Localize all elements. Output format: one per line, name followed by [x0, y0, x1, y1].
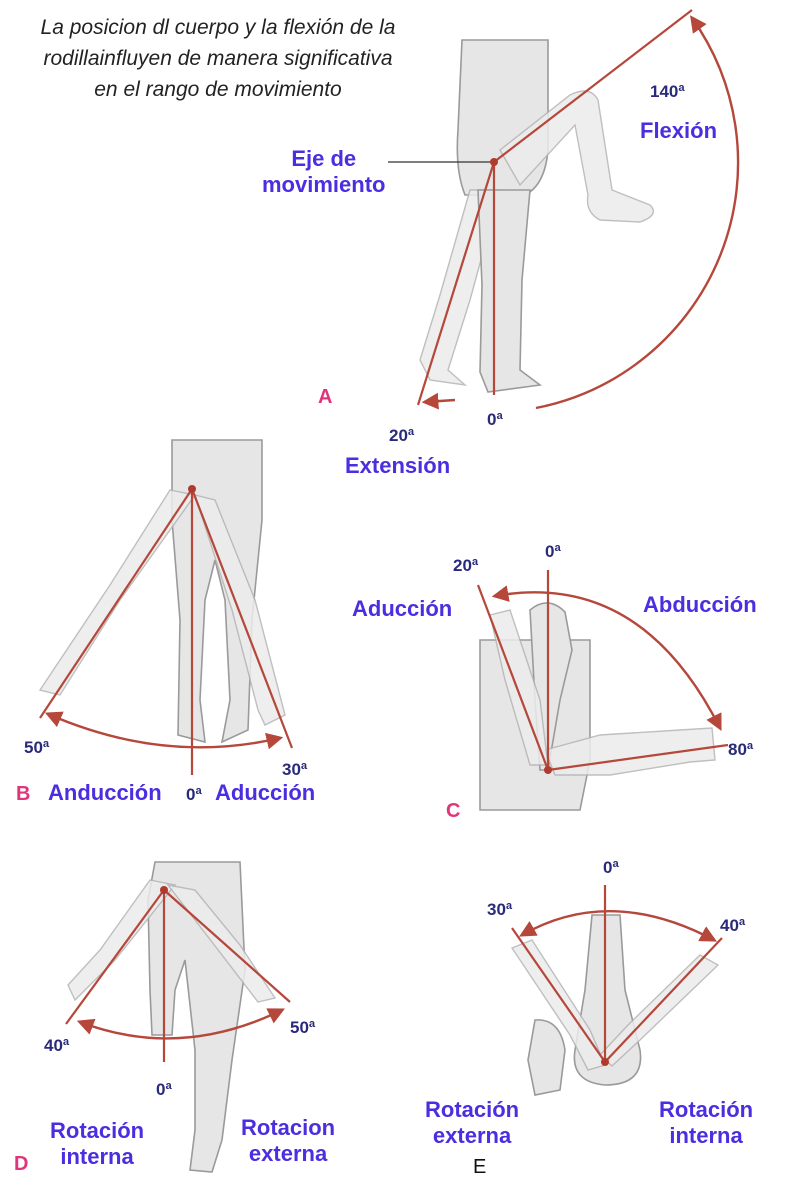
panel-e-left-label: Rotación externa: [425, 1097, 519, 1149]
panel-d-zero-degree: 0ª: [156, 1080, 172, 1099]
panel-d-right-label: Rotacion externa: [241, 1115, 335, 1167]
panel-b-letter: B: [16, 783, 31, 805]
panel-e-right-label-line-2: interna: [669, 1123, 743, 1148]
panel-e-right-label: Rotación interna: [659, 1097, 753, 1149]
panel-b-right-label: Aducción: [215, 780, 316, 805]
panel-d-letter: D: [14, 1153, 29, 1175]
caption-line-3: en el rango de movimiento: [94, 78, 342, 101]
panel-e-right-line: [604, 937, 723, 1063]
panel-a-flexion-arc: [535, 15, 740, 410]
panel-d-arc: [76, 1008, 286, 1040]
panel-b-body: [171, 439, 263, 744]
panel-b-left-degree: 50ª: [24, 738, 50, 757]
panel-e-left-line: [511, 927, 606, 1063]
panel-a-flexion-degree: 140ª: [650, 82, 685, 101]
panel-d-left-label-line-1: Rotación: [50, 1118, 145, 1143]
panel-c-left-degree: 20ª: [453, 556, 479, 575]
panel-e-figure: [510, 885, 723, 1096]
panel-d-figure: [65, 861, 291, 1173]
panel-e-letter: E: [473, 1156, 487, 1178]
panel-a-extension-line: [416, 161, 496, 406]
caption-line-1: La posicion dl cuerpo y la flexión de la: [40, 16, 396, 39]
panel-a-extension-arrow: [421, 392, 456, 410]
panel-b-axis-dot: [188, 485, 196, 493]
panel-e-right-degree: 40ª: [720, 916, 746, 935]
panel-e-other-foot: [527, 1019, 566, 1096]
panel-b-left-line: [39, 488, 193, 719]
panel-c-axis-dot: [544, 766, 552, 774]
panel-b-arc: [44, 711, 284, 750]
panel-b-left-label: Anducción: [48, 780, 162, 805]
panel-b-right-degree: 30ª: [282, 760, 308, 779]
panel-e-axis-dot: [601, 1058, 609, 1066]
panel-d-left-label-line-2: interna: [60, 1144, 134, 1169]
panel-b-right-line: [190, 488, 294, 749]
panel-a-axis-label-line-1: Eje de: [291, 146, 357, 171]
panel-a-flexion-label: Flexión: [640, 118, 718, 143]
panel-d-right-label-line-1: Rotacion: [241, 1115, 336, 1140]
panel-a-letter: A: [318, 386, 333, 408]
panel-e-zero-degree: 0ª: [603, 858, 619, 877]
panel-e-left-label-line-1: Rotación: [425, 1097, 520, 1122]
panel-a-standing-leg: [477, 189, 543, 393]
panel-d-left-label: Rotación interna: [50, 1118, 144, 1170]
panel-a-torso: [456, 39, 549, 196]
panel-a-axis-label-line-2: movimiento: [262, 172, 386, 197]
panel-e-right-label-line-1: Rotación: [659, 1097, 754, 1122]
panel-c-right-degree: 80ª: [728, 740, 754, 759]
panel-c-right-label: Abducción: [643, 592, 757, 617]
panel-e-left-label-line-2: externa: [432, 1123, 512, 1148]
panel-c-left-label: Aducción: [352, 596, 453, 621]
panel-c-figure: [476, 570, 729, 811]
panel-e-left-degree: 30ª: [487, 900, 513, 919]
panel-c-abducted-leg: [544, 727, 716, 776]
panel-d-axis-dot: [160, 886, 168, 894]
panel-b-figure: [38, 439, 294, 775]
panel-d-right-line: [163, 889, 291, 1003]
panel-c-arc: [491, 585, 722, 731]
panel-a-extension-label: Extensión: [345, 453, 451, 478]
panel-d-left-line: [65, 889, 165, 1025]
panel-e-internal-leg: [599, 954, 720, 1067]
panel-c-zero-degree: 0ª: [545, 542, 561, 561]
panel-a-axis-label: Eje de movimiento: [262, 146, 385, 198]
caption-line-2: rodillainfluyen de manera significativa: [43, 47, 393, 70]
panel-d-right-degree: 50ª: [290, 1018, 316, 1037]
panel-c-letter: C: [446, 800, 461, 822]
panel-d-left-degree: 40ª: [44, 1036, 70, 1055]
panel-a-axis-dot: [490, 158, 498, 166]
panel-e-arc: [519, 910, 717, 942]
panel-d-right-label-line-2: externa: [248, 1141, 328, 1166]
figure-caption: La posicion dl cuerpo y la flexión de la…: [8, 12, 428, 105]
panel-c-right-line: [547, 743, 729, 772]
panel-a-figure: [388, 9, 740, 410]
panel-b-zero-degree: 0ª: [186, 785, 202, 804]
panel-a-zero-degree: 0ª: [487, 410, 503, 429]
panel-a-extension-degree: 20ª: [389, 426, 415, 445]
panel-d-right-rotated-leg: [166, 883, 277, 1003]
panel-a-flexion-line: [493, 9, 693, 163]
